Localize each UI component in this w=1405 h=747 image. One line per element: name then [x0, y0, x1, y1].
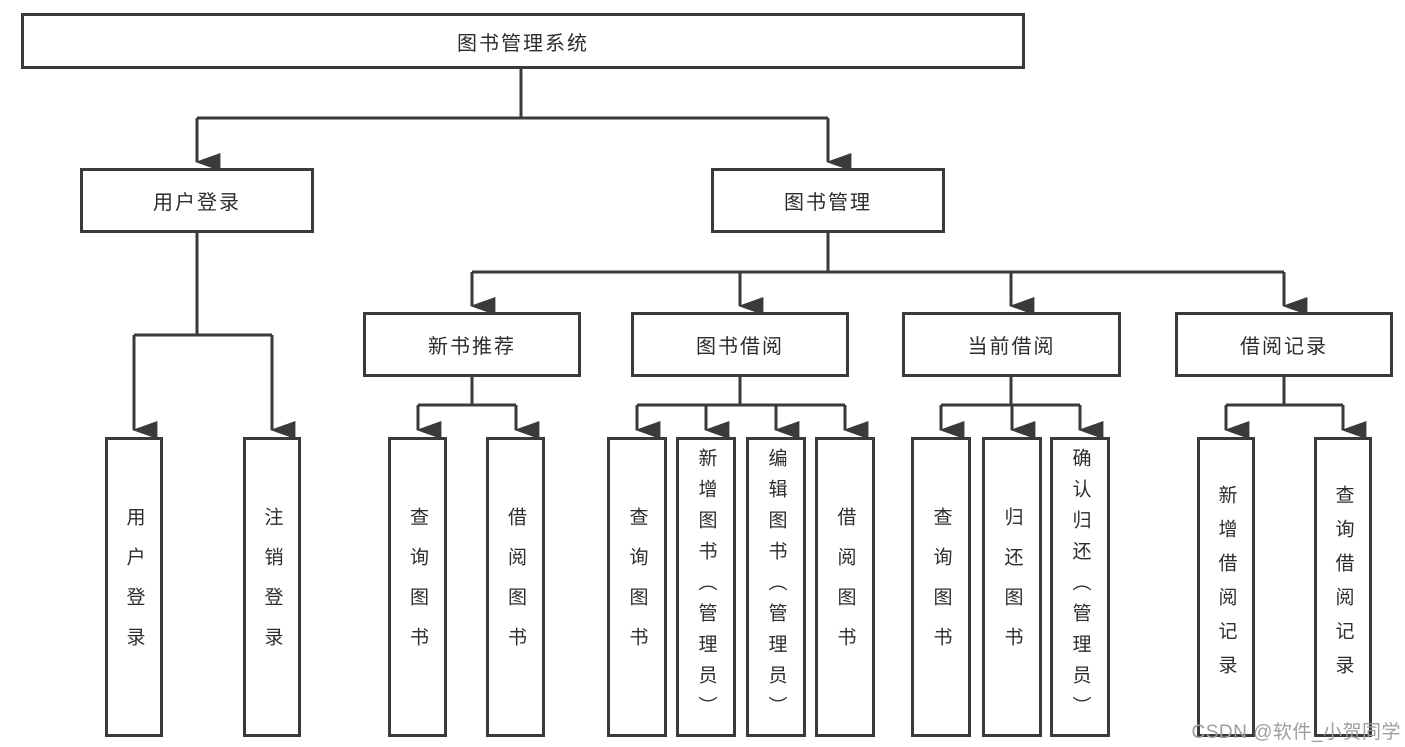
node-current-borrow: 当前借阅	[902, 312, 1121, 377]
leaf-query-books-recommend: 查询图书	[388, 437, 447, 737]
node-label: 新书推荐	[428, 336, 516, 358]
node-new-book-recommend: 新书推荐	[363, 312, 581, 377]
leaf-query-borrow-record: 查询借阅记录	[1314, 437, 1372, 737]
node-label: 新增借阅记录	[1215, 485, 1237, 689]
node-label: 查询图书	[407, 507, 428, 667]
node-label: 图书管理	[784, 192, 872, 214]
leaf-confirm-return-admin: 确认归还（管理员）	[1050, 437, 1110, 737]
leaf-borrow-books-recommend: 借阅图书	[486, 437, 545, 737]
leaf-edit-books-admin: 编辑图书（管理员）	[746, 437, 806, 737]
leaf-query-books-current: 查询图书	[911, 437, 971, 737]
node-label: 借阅图书	[505, 507, 526, 667]
node-label: 借阅图书	[834, 507, 856, 667]
node-label: 查询借阅记录	[1332, 485, 1354, 689]
leaf-logout: 注销登录	[243, 437, 301, 737]
node-label: 图书借阅	[696, 336, 784, 358]
node-label: 查询图书	[930, 507, 952, 667]
node-system-root: 图书管理系统	[21, 13, 1025, 69]
node-label: 归还图书	[1001, 507, 1023, 667]
node-label: 注销登录	[261, 507, 283, 667]
leaf-query-books-borrow: 查询图书	[607, 437, 667, 737]
node-label: 图书管理系统	[457, 32, 589, 55]
node-book-management-module: 图书管理	[711, 168, 945, 233]
node-label: 编辑图书（管理员）	[765, 447, 787, 727]
node-book-borrow: 图书借阅	[631, 312, 849, 377]
node-label: 新增图书（管理员）	[695, 447, 717, 727]
leaf-user-login: 用户登录	[105, 437, 163, 737]
leaf-return-books: 归还图书	[982, 437, 1042, 737]
leaf-borrow-books: 借阅图书	[815, 437, 875, 737]
node-label: 查询图书	[626, 507, 648, 667]
node-label: 当前借阅	[967, 336, 1056, 358]
node-label: 借阅记录	[1240, 336, 1328, 358]
node-user-login-module: 用户登录	[80, 168, 314, 233]
leaf-add-borrow-record: 新增借阅记录	[1197, 437, 1255, 737]
node-borrow-records: 借阅记录	[1175, 312, 1393, 377]
leaf-add-books-admin: 新增图书（管理员）	[676, 437, 736, 737]
watermark-text: CSDN @软件_小贺同学	[1191, 722, 1401, 743]
node-label: 用户登录	[153, 192, 241, 214]
node-label: 确认归还（管理员）	[1069, 447, 1091, 727]
node-label: 用户登录	[123, 507, 145, 667]
